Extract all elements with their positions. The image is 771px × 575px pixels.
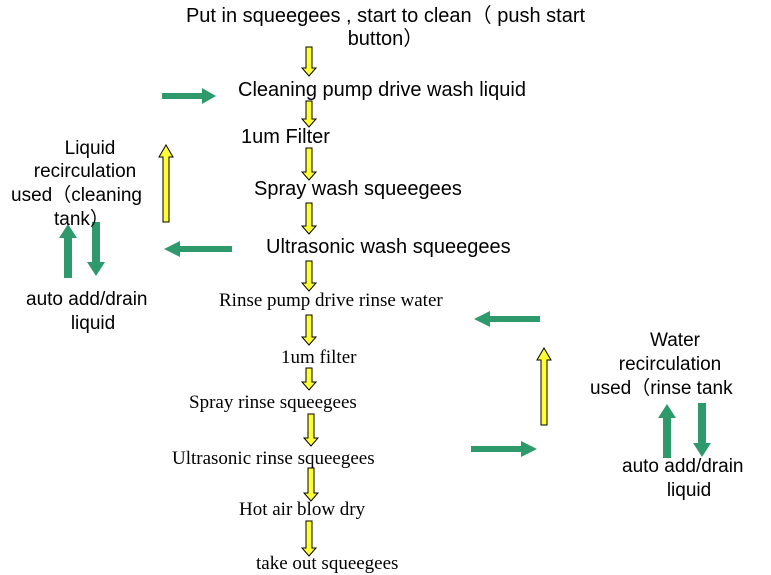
- return-arrow-up-left: [158, 144, 174, 223]
- step-filter-wash: 1um Filter: [241, 126, 330, 148]
- return-arrow-up-right: [536, 347, 552, 426]
- step-rinse-pump: Rinse pump drive rinse water: [219, 290, 443, 311]
- right-drain-line1: auto add/drain: [622, 456, 744, 477]
- flow-arrow-down: [302, 413, 320, 447]
- flow-arrow-down: [300, 202, 318, 235]
- step-filter-rinse: 1um filter: [281, 347, 357, 368]
- left-tank-line2: recirculation: [33, 161, 137, 182]
- green-arrow-left-into-rinse-pump: [474, 311, 540, 327]
- right-tank-line3: used（rinse tank: [590, 378, 733, 399]
- green-arrow-right-into-pump: [162, 88, 216, 104]
- flow-arrow-down: [300, 260, 318, 292]
- left-tank-line1: Liquid: [64, 138, 116, 159]
- green-arrow-down-left-tank: [87, 222, 105, 276]
- flow-arrow-down: [300, 100, 318, 128]
- flow-arrow-down: [302, 467, 320, 502]
- green-arrow-down-right-tank: [693, 403, 711, 457]
- step-start-line2: button）: [347, 28, 424, 50]
- left-tank-line4: tank）: [54, 209, 109, 230]
- flow-arrow-down: [300, 367, 318, 391]
- left-drain-line2: liquid: [70, 313, 116, 334]
- flow-arrow-down: [300, 46, 318, 77]
- step-hot-air-dry: Hot air blow dry: [239, 499, 366, 520]
- left-tank-line3: used（cleaning: [11, 185, 142, 206]
- flow-arrow-down: [300, 314, 318, 346]
- step-ultrasonic-wash: Ultrasonic wash squeegees: [266, 236, 511, 258]
- step-ultrasonic-rinse: Ultrasonic rinse squeegees: [172, 448, 375, 469]
- right-tank-line2: recirculation: [618, 354, 722, 375]
- flow-arrow-down: [300, 520, 318, 557]
- step-start-line1: Put in squeegees , start to clean（ push …: [185, 5, 586, 27]
- green-arrow-right-from-ultrasonic-rinse: [471, 441, 537, 457]
- step-spray-wash: Spray wash squeegees: [254, 178, 462, 200]
- green-arrow-up-left-tank: [59, 224, 77, 278]
- right-drain-line2: liquid: [666, 480, 712, 501]
- step-spray-rinse: Spray rinse squeegees: [189, 392, 357, 413]
- flow-arrow-down: [300, 147, 318, 181]
- green-arrow-up-right-tank: [658, 404, 676, 458]
- left-drain-line1: auto add/drain: [26, 289, 148, 310]
- green-arrow-left-from-ultrasonic: [164, 241, 232, 257]
- step-take-out: take out squeegees: [256, 553, 399, 574]
- right-tank-line1: Water: [650, 330, 700, 351]
- step-cleaning-pump: Cleaning pump drive wash liquid: [238, 79, 526, 101]
